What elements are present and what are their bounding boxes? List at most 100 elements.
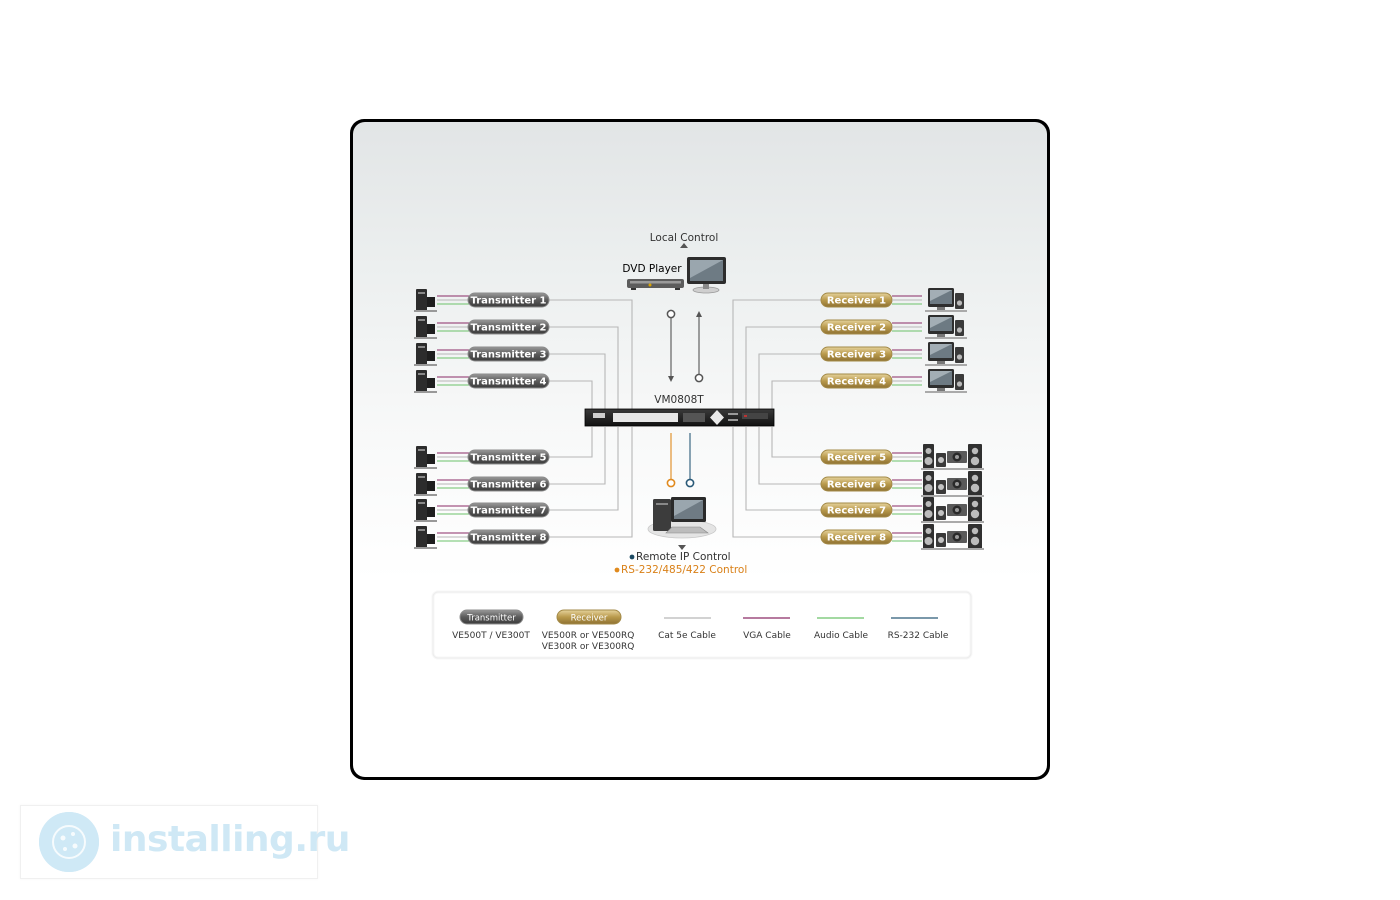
legend-receiver: Receiver VE500R or VE500RQ VE300R or VE3… (542, 609, 635, 652)
legend-receiver-models-2: VE300R or VE300RQ (542, 642, 635, 652)
monitor-icon (687, 257, 726, 294)
monitor-speakers-icon (925, 288, 967, 312)
pc-tower-icon (414, 316, 437, 339)
rs-connector-icon (666, 478, 676, 488)
legend-transmitter-models: VE500T / VE300T (452, 631, 530, 641)
receiver-row: Receiver 8 (820, 524, 984, 550)
receiver-label: Receiver 3 (827, 350, 886, 361)
up-arrow-icon (696, 311, 702, 317)
connection-diagram: Transmitter 1 Transmitter 2 Transmitter 3 T… (414, 232, 984, 660)
local-control: Local Control DVD Player (622, 232, 726, 383)
watermark: installing.ru (20, 805, 350, 879)
monitor-speakers-icon (925, 315, 967, 339)
transmitter-label: Transmitter 1 (470, 296, 546, 307)
receiver-label: Receiver 6 (827, 480, 886, 491)
home-theater-icon (921, 444, 984, 470)
transmitter-label: Transmitter 6 (470, 480, 546, 491)
pc-tower-icon (414, 289, 437, 312)
transmitter-label: Transmitter 3 (470, 350, 546, 361)
receiver-list: Receiver 1 Receiver 2 Receiver 3 Receiver 4… (820, 288, 984, 550)
remote-ip-label: Remote IP Control (636, 551, 731, 563)
receiver-label: Receiver 5 (827, 453, 886, 464)
home-theater-icon (921, 524, 984, 550)
transmitter-pill (467, 502, 550, 518)
legend: Transmitter VE500T / VE300T Receiver VE5… (431, 590, 973, 660)
pc-tower-icon (414, 343, 437, 366)
receiver-label: Receiver 8 (827, 533, 886, 544)
down-arrow-icon (668, 376, 674, 382)
transmitter-row: Transmitter 1 (414, 289, 550, 312)
device-name-label: VM0808T (654, 394, 704, 406)
legend-vga-label: VGA Cable (743, 631, 791, 641)
rs-bullet-icon (614, 567, 620, 573)
receiver-row: Receiver 5 (820, 444, 984, 470)
diagram-frame: Transmitter 1 Transmitter 2 Transmitter 3 T… (350, 119, 1050, 780)
transmitter-pill (467, 476, 550, 492)
transmitter-row: Transmitter 8 (414, 526, 550, 549)
legend-cat5e-label: Cat 5e Cable (658, 631, 716, 641)
transmitter-label: Transmitter 4 (470, 377, 546, 388)
legend-transmitter-pill-label: Transmitter (466, 614, 516, 624)
home-theater-icon (921, 471, 984, 497)
transmitter-row: Transmitter 7 (414, 499, 550, 522)
transmitter-row: Transmitter 6 (414, 473, 550, 496)
matrix-switch: VM0808T (584, 394, 775, 427)
connector-icon (666, 309, 676, 319)
computer-icon (647, 497, 717, 539)
legend-rs232: RS-232 Cable (888, 617, 949, 641)
dvd-player-label: DVD Player (622, 263, 682, 275)
remote-control: Remote IP Control RS-232/485/422 Control (614, 433, 747, 576)
legend-transmitter: Transmitter VE500T / VE300T (452, 609, 530, 641)
receiver-row: Receiver 1 (820, 288, 967, 312)
transmitter-pill (467, 292, 550, 308)
monitor-speakers-icon (925, 369, 967, 393)
transmitter-label: Transmitter 2 (470, 323, 546, 334)
transmitter-label: Transmitter 8 (470, 533, 546, 544)
pc-tower-icon (414, 499, 437, 522)
dvd-player-icon (627, 279, 684, 290)
receiver-label: Receiver 7 (827, 506, 886, 517)
receiver-row: Receiver 6 (820, 471, 984, 497)
legend-audio-label: Audio Cable (814, 631, 868, 641)
receiver-label: Receiver 2 (827, 323, 886, 334)
legend-cat5e: Cat 5e Cable (658, 617, 716, 641)
watermark-text: installing.ru (110, 819, 350, 860)
transmitter-pill (467, 373, 550, 389)
home-theater-icon (921, 497, 984, 523)
transmitter-row: Transmitter 4 (414, 370, 550, 393)
transmitter-pill (467, 319, 550, 335)
legend-vga: VGA Cable (743, 617, 791, 641)
receiver-label: Receiver 1 (827, 296, 886, 307)
ip-bullet-icon (629, 554, 635, 560)
receiver-row: Receiver 4 (820, 369, 967, 393)
transmitter-label: Transmitter 7 (470, 506, 546, 517)
legend-receiver-models-1: VE500R or VE500RQ (542, 631, 635, 641)
connector-icon (694, 373, 704, 383)
legend-rs232-label: RS-232 Cable (888, 631, 949, 641)
transmitter-pill (467, 346, 550, 362)
transmitter-list: Transmitter 1 Transmitter 2 Transmitter 3 T… (414, 289, 550, 549)
down-arrow-icon (678, 545, 686, 550)
pc-tower-icon (414, 473, 437, 496)
local-control-label: Local Control (650, 232, 719, 244)
receiver-row: Receiver 3 (820, 342, 967, 366)
transmitter-row: Transmitter 2 (414, 316, 550, 339)
pc-tower-icon (414, 526, 437, 549)
receiver-cat5e-wires (732, 299, 822, 538)
rs-control-label: RS-232/485/422 Control (621, 564, 747, 576)
transmitter-pill (467, 449, 550, 465)
transmitter-pill (467, 529, 550, 545)
ip-connector-icon (685, 478, 695, 488)
diagram-panel: Transmitter 1 Transmitter 2 Transmitter 3 T… (353, 122, 1047, 777)
receiver-label: Receiver 4 (827, 377, 886, 388)
watermark-logo-icon (39, 812, 99, 872)
transmitter-row: Transmitter 5 (414, 446, 550, 469)
pc-tower-icon (414, 446, 437, 469)
legend-audio: Audio Cable (814, 617, 868, 641)
transmitter-label: Transmitter 5 (470, 453, 546, 464)
receiver-row: Receiver 2 (820, 315, 967, 339)
receiver-row: Receiver 7 (820, 497, 984, 523)
transmitter-cat5e-wires (548, 299, 633, 538)
transmitter-row: Transmitter 3 (414, 343, 550, 366)
up-arrow-icon (680, 243, 688, 248)
